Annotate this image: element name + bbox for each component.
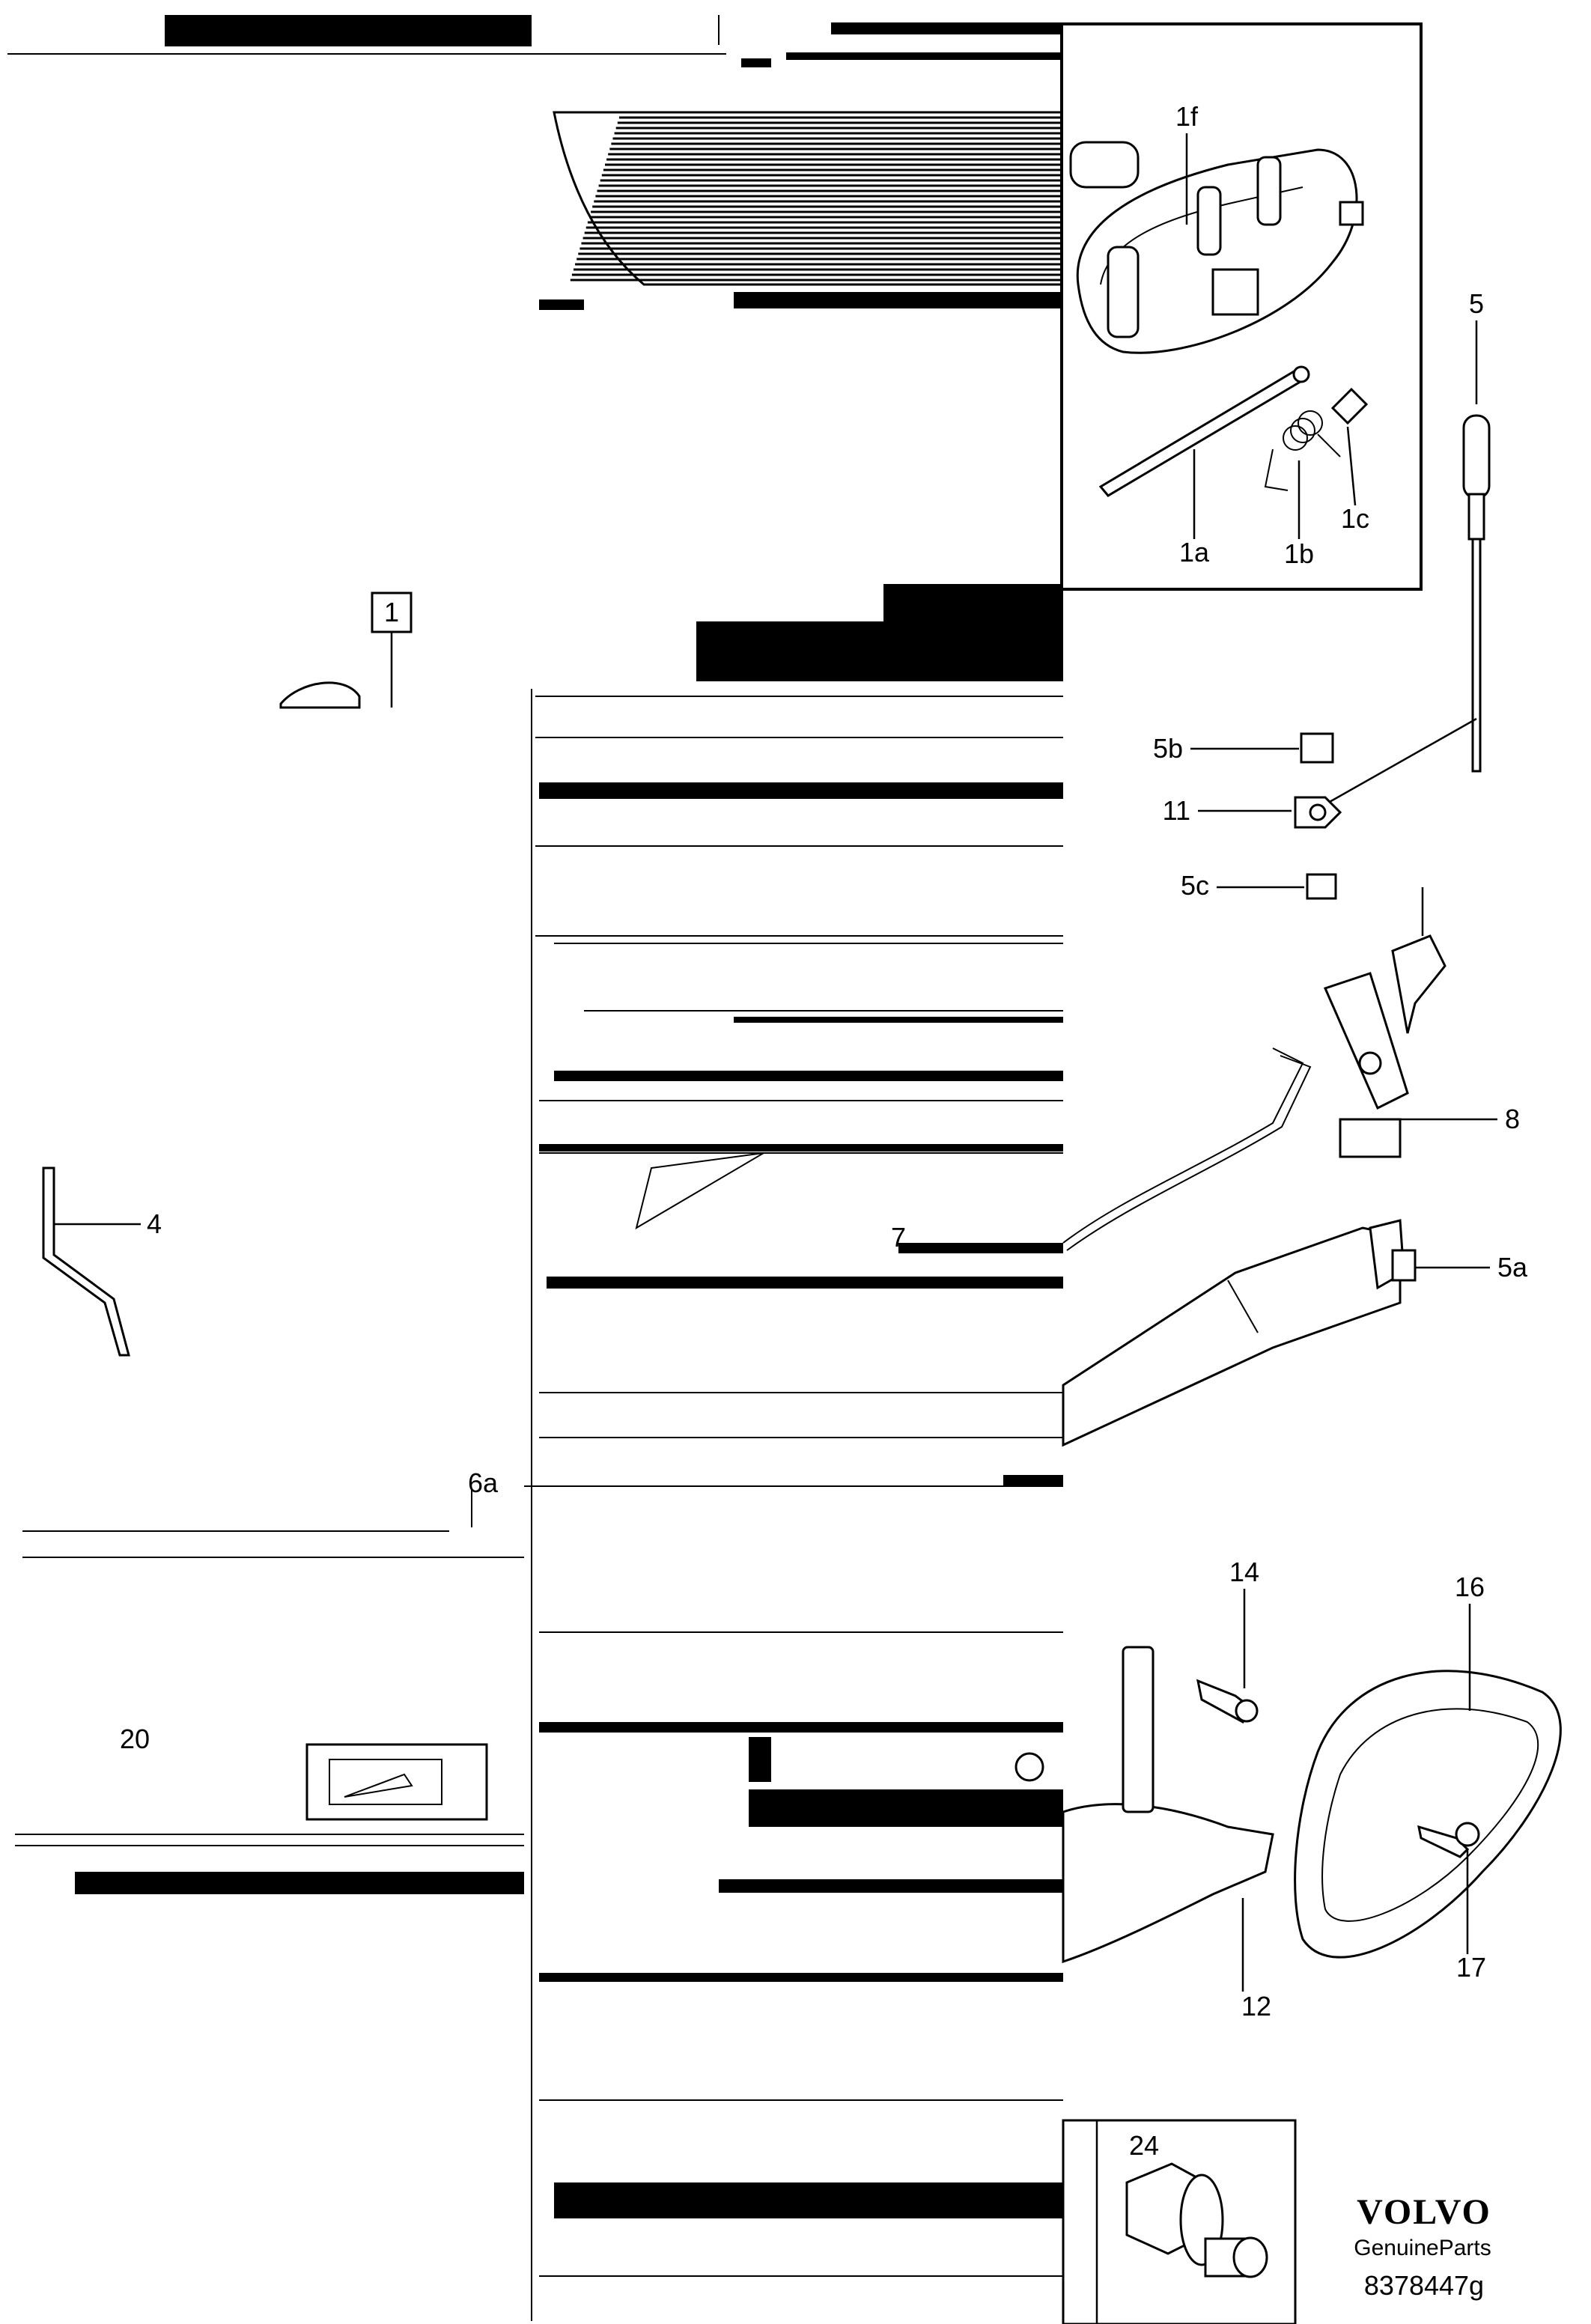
rod-5: 5 bbox=[1317, 288, 1491, 810]
callout-6a: 6a bbox=[468, 1467, 499, 1498]
sleeve-1c bbox=[1330, 387, 1369, 425]
lever-8: 8 bbox=[1062, 887, 1520, 1251]
escutcheon-16 bbox=[1294, 1670, 1562, 1959]
callout-7: 7 bbox=[891, 1222, 906, 1253]
callout-1c: 1c bbox=[1341, 503, 1369, 534]
part-1-callout: 1 bbox=[279, 591, 413, 709]
corrupted-band bbox=[7, 15, 1071, 2321]
inset-clip-24: 24 bbox=[1062, 2119, 1297, 2324]
callout-14: 14 bbox=[1229, 1557, 1259, 1587]
callout-5b: 5b bbox=[1153, 733, 1183, 764]
bracket-5a: 5a bbox=[1062, 1219, 1528, 1447]
clip-group: 5b 11 5c bbox=[1153, 732, 1342, 901]
callout-11: 11 bbox=[1163, 795, 1190, 826]
callout-4: 4 bbox=[147, 1208, 162, 1239]
diagram-reference: 8378447g bbox=[1364, 2270, 1484, 2301]
callout-12: 12 bbox=[1241, 1991, 1271, 2022]
spring-1b bbox=[1264, 410, 1341, 491]
callout-5a: 5a bbox=[1497, 1252, 1528, 1283]
callout-17: 17 bbox=[1456, 1952, 1486, 1983]
callout-1b: 1b bbox=[1284, 538, 1314, 569]
callout-5: 5 bbox=[1469, 288, 1484, 319]
brand-subtitle: GenuineParts bbox=[1354, 2236, 1491, 2260]
callout-16: 16 bbox=[1455, 1572, 1485, 1602]
brand-block: VOLVO GenuineParts 8378447g bbox=[1354, 2192, 1491, 2301]
callout-8: 8 bbox=[1505, 1104, 1520, 1134]
striped-wing bbox=[539, 111, 1065, 310]
callout-20: 20 bbox=[120, 1724, 150, 1754]
callout-24: 24 bbox=[1129, 2130, 1159, 2161]
handle-fragment bbox=[279, 681, 361, 709]
callout-1f: 1f bbox=[1175, 101, 1199, 132]
inset-handle-kit: 1f 1a 1b 1c bbox=[1060, 22, 1423, 591]
callout-1: 1 bbox=[384, 597, 399, 627]
callout-1a: 1a bbox=[1179, 537, 1210, 568]
brand-logo: VOLVO bbox=[1357, 2192, 1491, 2232]
inner-handle-group: 14 12 16 17 bbox=[1014, 1557, 1562, 2022]
rod-4: 4 bbox=[42, 1166, 162, 1357]
callout-5c: 5c bbox=[1181, 870, 1209, 901]
